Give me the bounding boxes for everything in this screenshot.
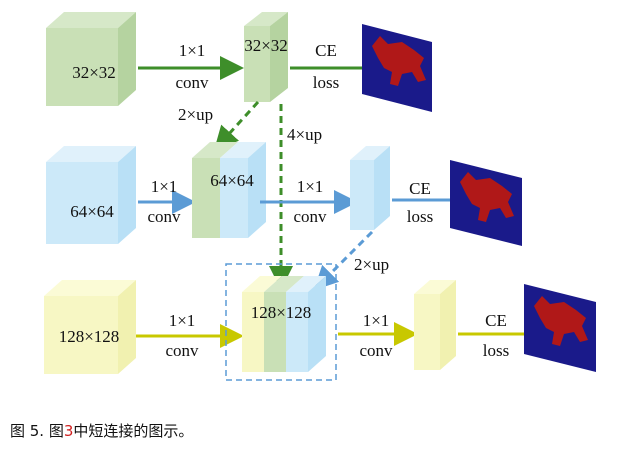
row1-input-label: 32×32 <box>72 63 116 82</box>
row2-segmentation-mask <box>450 160 522 246</box>
row2-loss-label-line1: CE <box>409 179 431 198</box>
caption-figure-ref-link[interactable]: 3 <box>63 422 74 440</box>
row3-loss-label-line1: CE <box>485 311 507 330</box>
row2-output-feature <box>350 146 390 230</box>
row1-feature-label: 32×32 <box>244 36 288 55</box>
row3-conv-label-line1: 1×1 <box>169 311 196 330</box>
caption-suffix: 中短连接的图示。 <box>73 422 194 440</box>
row3-segmentation-mask <box>524 284 596 372</box>
row1-conv-label-line2: conv <box>175 73 209 92</box>
row3-input-cube <box>44 280 136 374</box>
row3-feature-label: 128×128 <box>251 303 312 322</box>
row1-loss-label-line2: loss <box>313 73 339 92</box>
row3-conv2-label-line1: 1×1 <box>363 311 390 330</box>
row3-input-label: 128×128 <box>59 327 120 346</box>
row2-conv2-label-line2: conv <box>293 207 327 226</box>
skip-2x-up-blue-arrow <box>313 230 374 291</box>
row3-conv2-label-line2: conv <box>359 341 393 360</box>
row1-segmentation-mask <box>362 24 432 112</box>
row2-conv-label-line1: 1×1 <box>151 177 178 196</box>
row3-conv-label-line2: conv <box>165 341 199 360</box>
row3-concat-feature <box>242 276 326 372</box>
row2-feature-label: 64×64 <box>210 171 254 190</box>
row2-input-cube <box>46 146 136 244</box>
skip-2x-up-green-arrow <box>213 100 260 151</box>
row2-conv2-label-line1: 1×1 <box>297 177 324 196</box>
row1-conv-label-line1: 1×1 <box>179 41 206 60</box>
shortcut-diagram: 32×32 1×1 conv 32×32 CE loss 2×up 4×up 6… <box>44 12 596 381</box>
row2-input-label: 64×64 <box>70 202 114 221</box>
skip-4x-up-label: 4×up <box>287 125 322 144</box>
caption-prefix: 图 5. 图 <box>10 422 64 440</box>
skip-2x-up-green-label: 2×up <box>178 105 213 124</box>
row2-concat-feature <box>192 142 266 238</box>
row2-loss-label-line2: loss <box>407 207 433 226</box>
concat-highlight-box <box>225 263 337 381</box>
row3-output-feature <box>414 280 456 370</box>
row1-input-cube <box>46 12 136 106</box>
row1-loss-label-line1: CE <box>315 41 337 60</box>
row1-feature-map <box>244 12 288 102</box>
skip-2x-up-blue-label: 2×up <box>354 255 389 274</box>
row3-loss-label-line2: loss <box>483 341 509 360</box>
figure-caption: 图 5. 图3中短连接的图示。 <box>10 420 193 441</box>
row2-conv-label-line2: conv <box>147 207 181 226</box>
